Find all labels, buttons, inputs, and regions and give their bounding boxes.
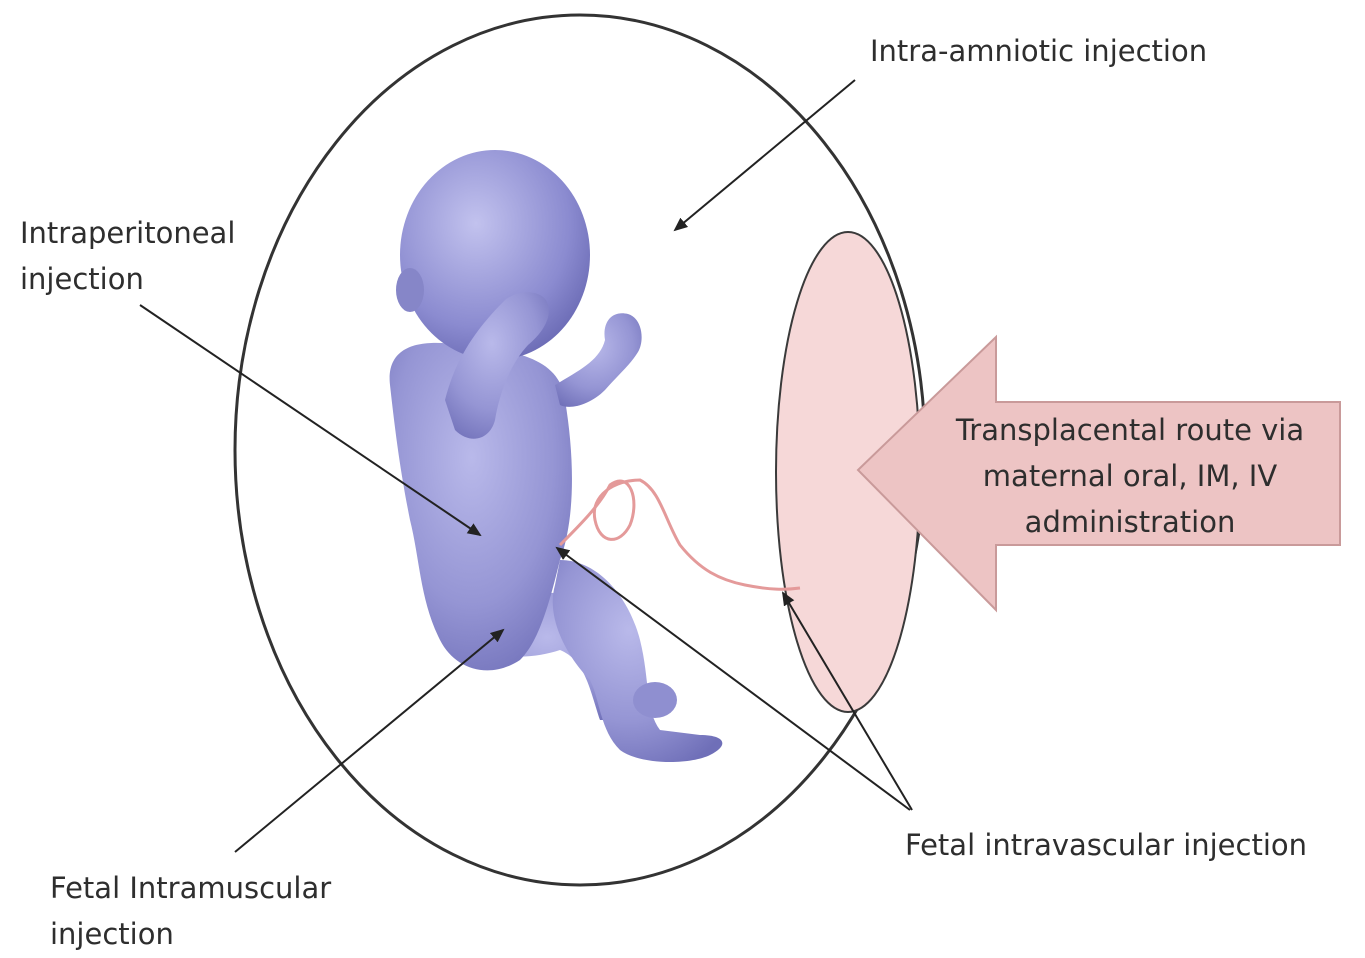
label-intraperitoneal-line-1: Intraperitoneal bbox=[20, 210, 235, 256]
label-intra-amniotic-injection: Intra-amniotic injection bbox=[870, 28, 1207, 74]
label-intramuscular-line-2: injection bbox=[50, 911, 331, 957]
label-fetal-intravascular-injection: Fetal intravascular injection bbox=[905, 822, 1307, 868]
fetus-arm-right bbox=[555, 313, 642, 407]
fetus-ear bbox=[396, 268, 424, 312]
label-transplacental-route: Transplacental route via maternal oral, … bbox=[935, 407, 1325, 545]
pointer-intra-amniotic bbox=[675, 80, 855, 230]
fetus-leg-front bbox=[553, 560, 723, 762]
label-transplacental-line-1: Transplacental route via bbox=[935, 407, 1325, 453]
label-transplacental-line-3: administration bbox=[935, 499, 1325, 545]
fetus-foot bbox=[633, 682, 677, 718]
label-fetal-intramuscular-injection: Fetal Intramuscular injection bbox=[50, 865, 331, 957]
pointer-intramuscular bbox=[235, 630, 503, 852]
label-intramuscular-line-1: Fetal Intramuscular bbox=[50, 865, 331, 911]
label-intravascular-text: Fetal intravascular injection bbox=[905, 822, 1307, 868]
fetus-figure bbox=[390, 150, 723, 762]
label-intraperitoneal-injection: Intraperitoneal injection bbox=[20, 210, 235, 302]
label-transplacental-line-2: maternal oral, IM, IV bbox=[935, 453, 1325, 499]
label-intra-amniotic-text: Intra-amniotic injection bbox=[870, 28, 1207, 74]
label-intraperitoneal-line-2: injection bbox=[20, 256, 235, 302]
